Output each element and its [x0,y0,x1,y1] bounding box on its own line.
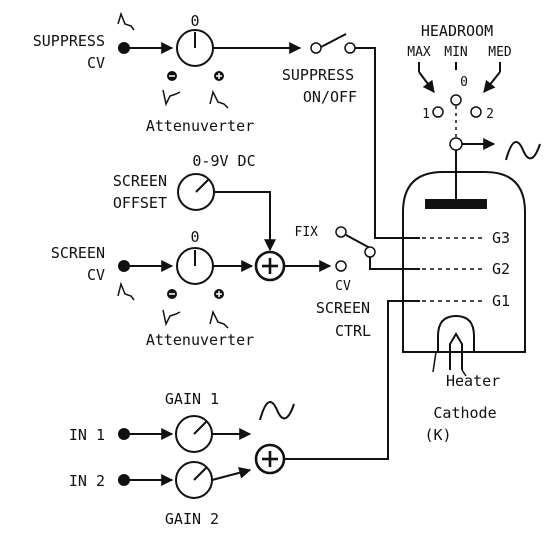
headroom-contact-1[interactable] [432,106,444,118]
envelope-icon [209,89,229,109]
in-2-label: IN 2 [69,472,105,490]
screen-cv-contact[interactable] [335,260,347,272]
cathode-label: Cathode [433,404,496,422]
gain-1-label: GAIN 1 [165,390,219,408]
headroom-contact-0[interactable] [450,94,462,106]
summing-junction-icon [254,250,286,282]
plus-icon [214,71,224,81]
headroom-pos1-label: 1 [422,107,430,122]
headroom-pos2-label: 2 [486,107,494,122]
headroom-contact-2[interactable] [470,106,482,118]
minus-icon [167,289,177,299]
suppress-switch-onoff-label: ON/OFF [303,88,357,106]
suppress-attenuverter-knob[interactable] [176,29,214,67]
tube-g3-label: G3 [492,229,510,247]
suppress-label: SUPPRESS [33,32,105,50]
summing-junction-icon [254,443,286,475]
screen-offset-range: 0-9V DC [192,152,255,170]
envelope-icon [117,281,135,301]
headroom-max-label: MAX [407,45,431,60]
suppress-switch-output-contact [344,42,356,54]
suppress-switch-input-contact [310,42,322,54]
suppress-cv-jack[interactable] [118,42,130,54]
headroom-min-label: MIN [444,45,467,60]
inverted-envelope-icon [162,89,181,107]
screen-offset-label-2: OFFSET [113,194,167,212]
inverted-envelope-icon [162,309,181,327]
screen-ctrl-cv-label: CV [335,279,351,294]
screen-ctrl-label-2: CTRL [335,322,371,340]
headroom-pos0-label: 0 [460,75,468,90]
tube-g2-label: G2 [492,260,510,278]
screen-cv-jack[interactable] [118,260,130,272]
minus-icon [167,71,177,81]
in-1-label: IN 1 [69,426,105,444]
screen-attenuverter-label: Attenuverter [146,331,254,349]
sine-wave-icon [259,401,295,421]
envelope-icon [209,309,229,329]
gain-2-label: GAIN 2 [165,510,219,528]
suppress-knob-zero: 0 [190,12,199,30]
screen-ctrl-label: SCREEN [316,299,370,317]
headroom-common-contact [449,137,463,151]
envelope-icon [117,11,135,31]
screen-knob-zero: 0 [190,228,199,246]
cathode-k-label: (K) [424,426,451,444]
screen-attenuverter-knob[interactable] [176,247,214,285]
screen-ctrl-common-contact [364,246,376,258]
in-2-jack[interactable] [118,474,130,486]
heater-label: Heater [446,372,500,390]
suppress-switch-lever[interactable] [320,33,347,48]
in-1-jack[interactable] [118,428,130,440]
screen-ctrl-switch-lever[interactable] [345,234,371,249]
vacuum-tube [402,171,526,353]
plus-icon [214,289,224,299]
cathode-element [437,314,475,352]
tube-plate [425,199,487,209]
screen-offset-label: SCREEN [113,172,167,190]
suppress-switch-label: SUPPRESS [282,66,354,84]
sine-wave-icon [505,141,541,161]
screen-cv-label-2: CV [87,266,105,284]
suppress-attenuverter-label: Attenuverter [146,117,254,135]
gain-2-knob[interactable] [175,461,213,499]
gain-1-knob[interactable] [175,415,213,453]
tube-g1-label: G1 [492,292,510,310]
headroom-title: HEADROOM [421,22,493,40]
heater-element [449,332,463,370]
screen-offset-knob[interactable] [177,173,215,211]
screen-fix-contact[interactable] [335,226,347,238]
headroom-med-label: MED [488,45,512,60]
suppress-cv-label: CV [87,54,105,72]
screen-cv-label: SCREEN [51,244,105,262]
screen-fix-label: FIX [295,225,319,240]
